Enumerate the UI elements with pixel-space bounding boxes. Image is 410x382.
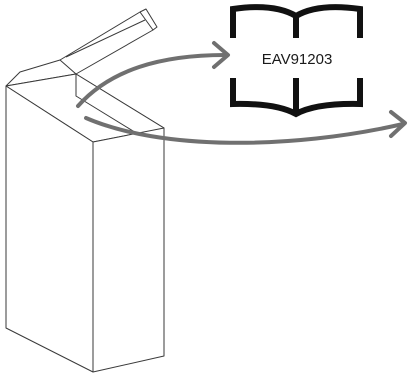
manual-book-icon bbox=[230, 4, 363, 118]
box-lid-tuck bbox=[139, 8, 158, 31]
box-right-face bbox=[92, 127, 165, 373]
arrow-to-right bbox=[84, 116, 405, 145]
arrows bbox=[76, 41, 407, 145]
manual-book: EAV91203 bbox=[230, 4, 363, 118]
carton-box bbox=[5, 8, 165, 373]
box-lid bbox=[59, 11, 154, 75]
manual-part-number: EAV91203 bbox=[262, 51, 333, 68]
box-side-flap bbox=[5, 59, 61, 87]
arrow-to-right-head bbox=[389, 110, 407, 138]
box-lid-fold bbox=[65, 19, 146, 58]
arrow-to-manual bbox=[76, 53, 227, 108]
arrow-to-manual-head bbox=[212, 41, 230, 69]
